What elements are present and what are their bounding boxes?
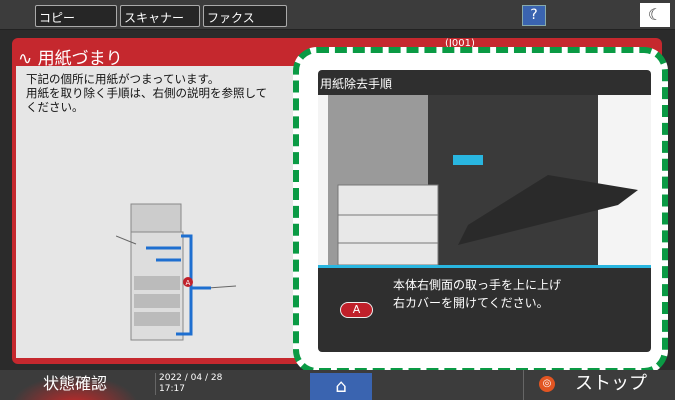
moon-icon: ☾ — [647, 5, 663, 24]
procedure-title: 用紙除去手順 — [320, 77, 393, 91]
jam-message: 下記の個所に用紙がつまっています。 用紙を取り除く手順は、右側の説明を参照して … — [26, 72, 268, 114]
panel-title: ∿ 用紙づまり — [18, 44, 123, 69]
jam-icon: ∿ — [18, 49, 33, 69]
energy-saver-button[interactable]: ☾ — [640, 3, 670, 27]
title-text: 用紙づまり — [37, 49, 123, 69]
step-line: 本体右側面の取っ手を上に上げ — [393, 278, 562, 292]
procedure-step: 本体右側面の取っ手を上に上げ右カバーを開けてください。 — [393, 276, 561, 312]
stop-icon: ◎ — [539, 376, 555, 392]
home-button[interactable]: ⌂ — [310, 373, 372, 400]
tab-copy[interactable]: コピー — [35, 5, 117, 27]
time: 17:17 — [159, 384, 185, 394]
status-check-button[interactable]: 状態確認 — [0, 370, 150, 400]
tab-fax[interactable]: ファクス — [203, 5, 287, 27]
location-marker — [183, 277, 193, 287]
procedure-illustration — [318, 95, 651, 266]
top-bar: コピー スキャナー ファクス ? ☾ — [0, 0, 675, 30]
stop-button[interactable]: ◎ ストップ — [523, 370, 675, 400]
tab-scanner[interactable]: スキャナー — [120, 5, 200, 27]
divider — [318, 265, 651, 268]
step-line: 右カバーを開けてください。 — [393, 296, 549, 310]
procedure-panel: 用紙除去手順 本体右側面の取っ手を上に上げ右カバーを開けてください。 A — [318, 70, 651, 352]
location-badge: A — [186, 279, 191, 287]
date: 2022 / 04 / 28 — [159, 373, 223, 383]
error-code: (J001) — [445, 38, 475, 49]
step-location-badge: A — [340, 302, 373, 318]
help-button[interactable]: ? — [522, 5, 546, 26]
printer-diagram: A — [116, 203, 237, 341]
stop-label: ストップ — [575, 373, 647, 394]
home-icon: ⌂ — [335, 376, 347, 397]
